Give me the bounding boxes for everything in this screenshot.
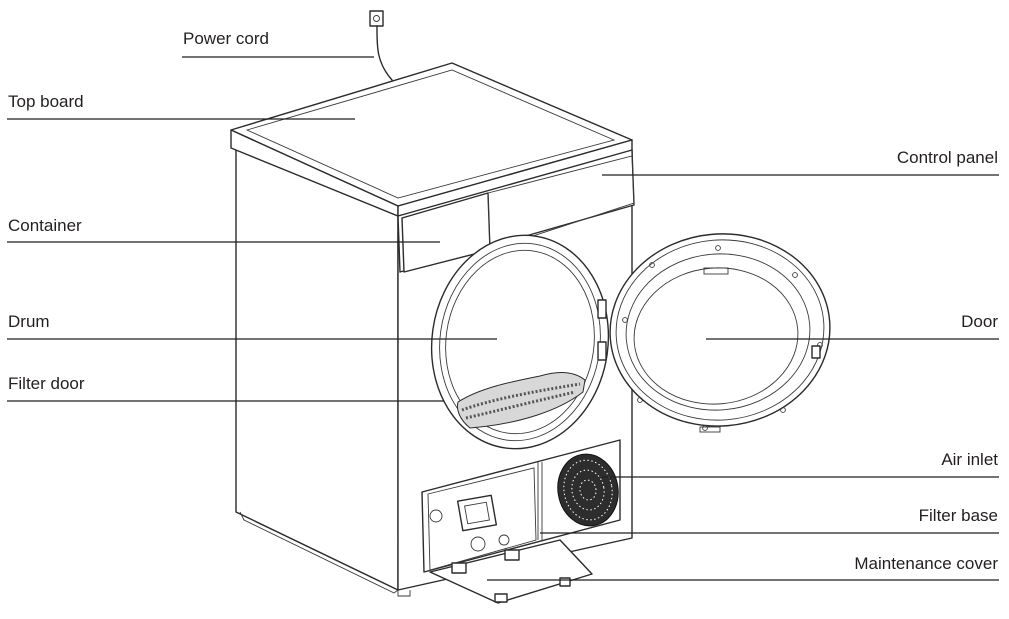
label-air-inlet: Air inlet [941,450,998,469]
label-filter-door: Filter door [8,374,85,393]
control-panel-strip [397,149,635,273]
leader-lines [7,56,999,581]
air-inlet-grille [557,453,619,527]
label-maintenance-cover: Maintenance cover [854,554,998,573]
label-top-board: Top board [8,92,84,111]
label-control-panel: Control panel [896,148,998,167]
door [609,233,831,433]
label-container: Container [8,216,82,235]
label-power-cord: Power cord [183,29,269,48]
label-drum: Drum [8,312,50,331]
drum [430,234,610,450]
maintenance-cover [429,539,593,604]
door-hinge [597,299,607,361]
power-plug-icon [369,10,393,81]
top-board [230,62,633,217]
label-door: Door [961,312,998,331]
label-filter-base: Filter base [918,506,998,525]
